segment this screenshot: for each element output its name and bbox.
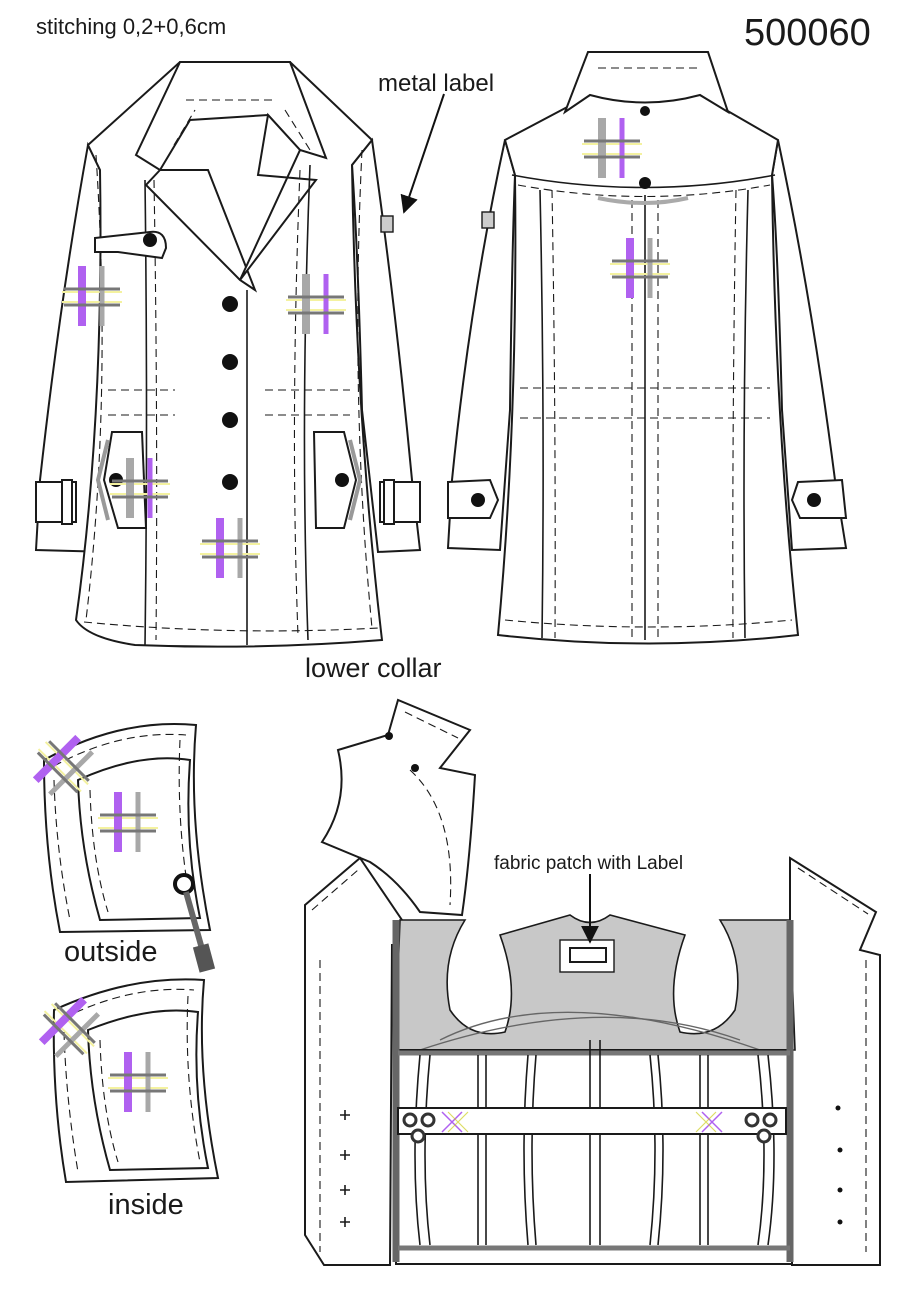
fabric-patch-caption: fabric patch with Label (494, 853, 684, 874)
inside-caption: inside (108, 1189, 184, 1221)
front-right-lapel (239, 112, 318, 281)
outside-caption: outside (64, 936, 158, 968)
back-body (496, 94, 800, 645)
stitch-mark (610, 238, 670, 298)
stitch-mark (32, 734, 95, 797)
front-shoulder-button (143, 233, 157, 247)
stitch-mark (200, 518, 260, 578)
stitch-mark (98, 792, 158, 852)
metal-label-caption: metal label (378, 70, 495, 97)
front-button (222, 474, 238, 490)
lower-collar-caption: lower collar (305, 653, 442, 683)
metal-label-arrow (400, 93, 445, 214)
stitching-label: stitching 0,2+0,6cm (36, 14, 227, 39)
front-left-lapel (144, 169, 258, 293)
stitch-mark (62, 266, 122, 326)
model-code: 500060 (744, 12, 871, 54)
front-pocket-button (335, 473, 349, 487)
stitch-mark (582, 118, 642, 178)
front-button (222, 296, 238, 312)
marks-layer (32, 118, 670, 1112)
stitch-mark (38, 996, 101, 1059)
back-view (446, 51, 848, 645)
stitch-mark (286, 274, 346, 334)
patch-label (569, 947, 607, 963)
lining-yoke (394, 914, 796, 1051)
front-button (222, 412, 238, 428)
metal-label-square (380, 215, 394, 233)
front-button (222, 354, 238, 370)
lower-collar-piece (320, 698, 477, 917)
belt-cross-marks (441, 1111, 723, 1133)
stitch-mark (110, 458, 170, 518)
back-collar (562, 51, 730, 115)
lining-view (304, 698, 881, 1266)
stitch-mark (108, 1052, 168, 1112)
